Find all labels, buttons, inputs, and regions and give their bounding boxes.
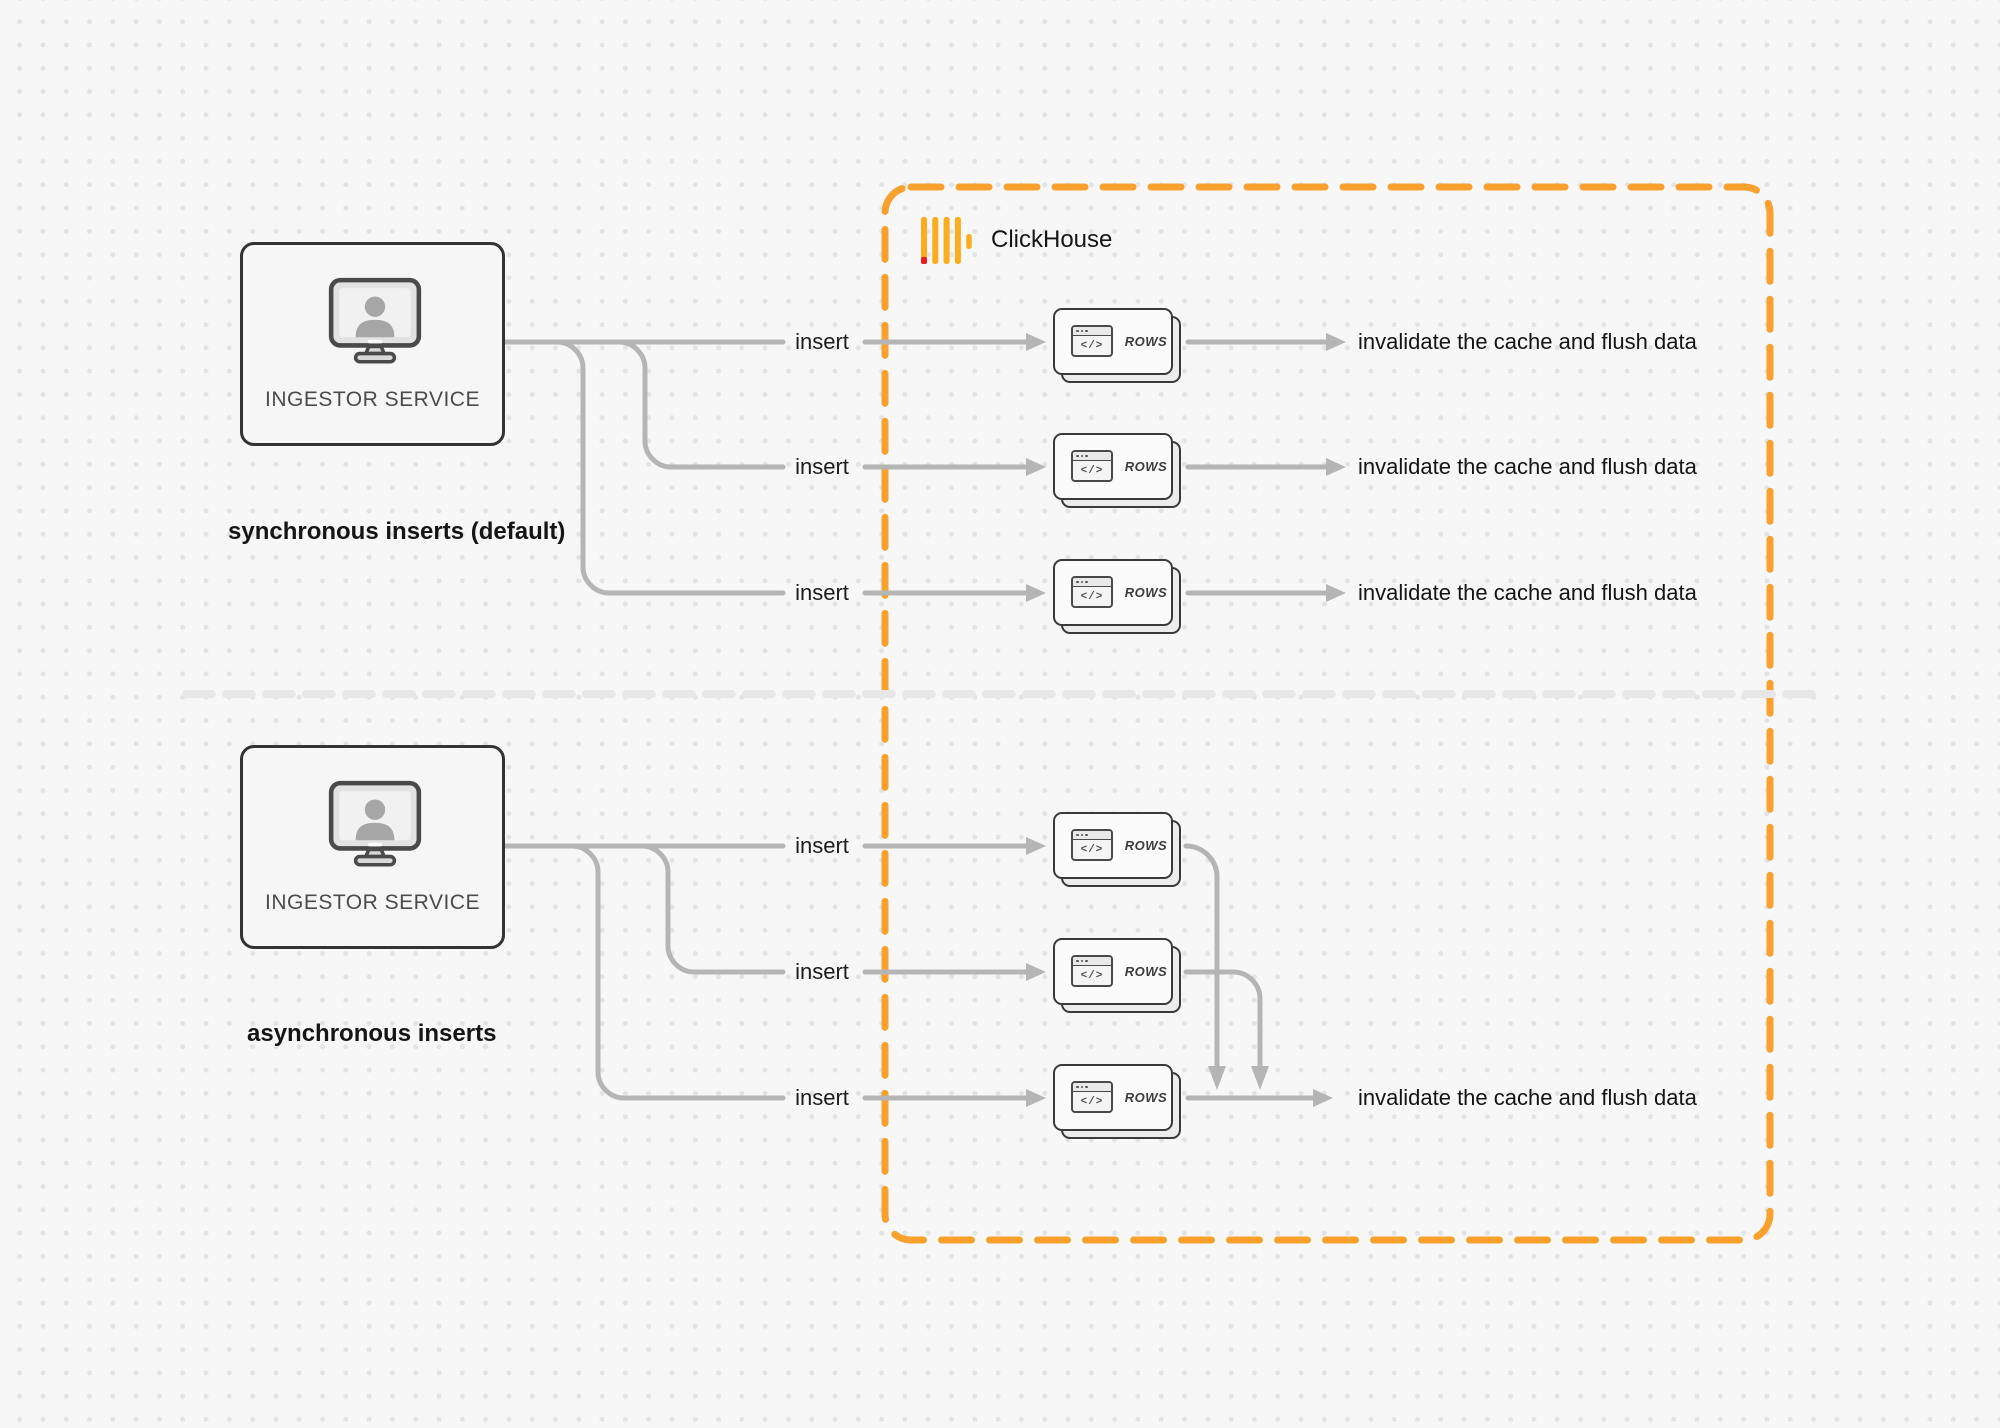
window-titlebar xyxy=(1073,578,1111,587)
code-glyph: </> xyxy=(1080,464,1104,477)
code-window-icon: </> xyxy=(1071,325,1113,357)
rows-label: ROWS xyxy=(1124,837,1168,853)
sync-caption: synchronous inserts (default) xyxy=(228,518,566,545)
rows-table-card: </> ROWS xyxy=(1053,812,1181,887)
rows-label: ROWS xyxy=(1124,963,1168,979)
async-converge-line-2 xyxy=(1183,969,1263,1069)
arrowhead xyxy=(1313,1089,1333,1107)
flush-result-label: invalidate the cache and flush data xyxy=(1358,454,1697,479)
async-converge-line-1 xyxy=(1183,843,1220,1069)
code-glyph: </> xyxy=(1080,1095,1104,1108)
arrowhead xyxy=(1026,1089,1046,1107)
arrowhead xyxy=(1026,333,1046,351)
rows-label: ROWS xyxy=(1124,333,1168,349)
arrowhead xyxy=(1026,837,1046,855)
rows-table-card: </> ROWS xyxy=(1053,559,1181,634)
down-arrowhead xyxy=(1208,1066,1226,1090)
arrowhead xyxy=(1326,333,1346,351)
async-connectors xyxy=(502,837,1333,1107)
code-glyph: </> xyxy=(1080,590,1104,603)
code-glyph: </> xyxy=(1080,969,1104,982)
monitor-user-icon xyxy=(328,277,422,364)
arrowhead xyxy=(1026,584,1046,602)
rows-card-front: </> ROWS xyxy=(1053,812,1173,879)
rows-table-card: </> ROWS xyxy=(1053,1064,1181,1139)
code-window-icon: </> xyxy=(1071,576,1113,608)
service-label: INGESTOR SERVICE xyxy=(265,388,480,411)
code-glyph: </> xyxy=(1080,339,1104,352)
flush-result-label: invalidate the cache and flush data xyxy=(1358,1085,1697,1110)
arrowhead xyxy=(1326,458,1346,476)
async-branch-line-3 xyxy=(569,843,786,1101)
sync-branch-line-3 xyxy=(554,339,786,596)
rows-card-front: </> ROWS xyxy=(1053,433,1173,500)
rows-label: ROWS xyxy=(1124,1089,1168,1105)
rows-table-card: </> ROWS xyxy=(1053,433,1181,508)
clickhouse-logo-icon xyxy=(921,217,972,264)
monitor-user-icon xyxy=(328,780,422,867)
flush-result-label: invalidate the cache and flush data xyxy=(1358,580,1697,605)
async-branch-line-2 xyxy=(639,843,786,975)
async-caption: asynchronous inserts xyxy=(247,1020,497,1047)
window-titlebar xyxy=(1073,327,1111,336)
sync-connectors xyxy=(502,333,1346,602)
arrowhead xyxy=(1326,584,1346,602)
rows-card-front: </> ROWS xyxy=(1053,559,1173,626)
rows-card-front: </> ROWS xyxy=(1053,938,1173,1005)
rows-card-front: </> ROWS xyxy=(1053,308,1173,375)
rows-label: ROWS xyxy=(1124,584,1168,600)
insert-label: insert xyxy=(795,833,849,858)
clickhouse-boundary-dashed-rect xyxy=(881,183,1774,1244)
window-titlebar xyxy=(1073,452,1111,461)
arrowhead xyxy=(1026,963,1046,981)
code-glyph: </> xyxy=(1080,843,1104,856)
code-window-icon: </> xyxy=(1071,955,1113,987)
insert-label: insert xyxy=(795,329,849,354)
rows-table-card: </> ROWS xyxy=(1053,308,1181,383)
insert-label: insert xyxy=(795,454,849,479)
window-titlebar xyxy=(1073,831,1111,840)
insert-label: insert xyxy=(795,580,849,605)
insert-label: insert xyxy=(795,1085,849,1110)
clickhouse-label: ClickHouse xyxy=(991,226,1113,253)
code-window-icon: </> xyxy=(1071,450,1113,482)
rows-table-card: </> ROWS xyxy=(1053,938,1181,1013)
async-ingestor-service-box: INGESTOR SERVICE xyxy=(240,745,505,949)
insert-label: insert xyxy=(795,959,849,984)
code-window-icon: </> xyxy=(1071,829,1113,861)
window-titlebar xyxy=(1073,957,1111,966)
flush-result-label: invalidate the cache and flush data xyxy=(1358,329,1697,354)
service-label: INGESTOR SERVICE xyxy=(265,891,480,914)
arrowhead xyxy=(1026,458,1046,476)
sync-branch-line-2 xyxy=(616,339,786,470)
sync-ingestor-service-box: INGESTOR SERVICE xyxy=(240,242,505,446)
down-arrowhead xyxy=(1251,1066,1269,1090)
rows-card-front: </> ROWS xyxy=(1053,1064,1173,1131)
code-window-icon: </> xyxy=(1071,1081,1113,1113)
rows-label: ROWS xyxy=(1124,458,1168,474)
window-titlebar xyxy=(1073,1083,1111,1092)
